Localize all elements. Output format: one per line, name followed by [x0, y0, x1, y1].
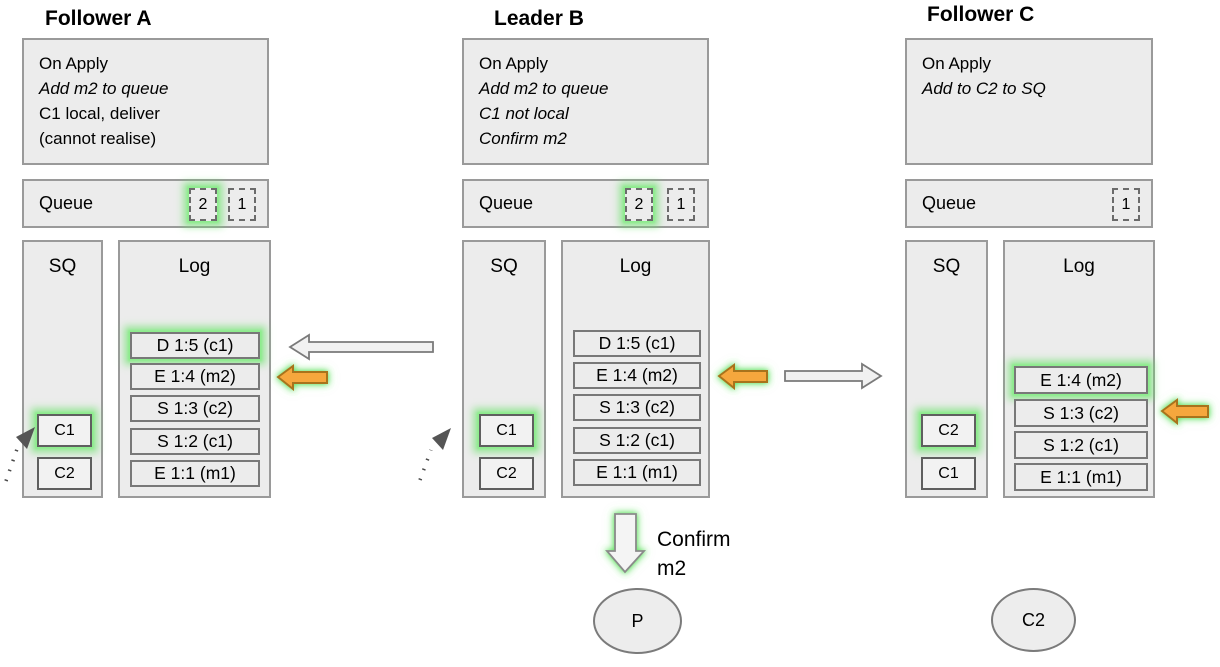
on-apply-line: Confirm m2 [479, 129, 567, 148]
log-entry: E 1:4 (m2) [130, 363, 260, 390]
on-apply-line: Add to C2 to SQ [922, 79, 1046, 98]
log-box: Log D 1:5 (c1) E 1:4 (m2) S 1:3 (c2) S 1… [561, 240, 710, 498]
queue-item: 1 [1112, 188, 1140, 221]
process-node-label: C2 [1021, 609, 1045, 630]
queue-box: Queue 2 1 [462, 179, 709, 228]
log-label: Log [619, 256, 652, 277]
log-entry: S 1:3 (c2) [573, 394, 701, 421]
log-entry: D 1:5 (c1) [130, 332, 260, 359]
sq-item: C1 [479, 414, 534, 447]
sq-box: SQ C1 C2 [22, 240, 103, 498]
log-entry: S 1:3 (c2) [130, 395, 260, 422]
apply-pointer-follower-a-icon [276, 364, 328, 392]
sq-pointer-follower-a-icon [4, 448, 19, 482]
node-title: Follower A [45, 7, 152, 30]
log-label: Log [178, 256, 211, 277]
log-entry: S 1:2 (c1) [573, 427, 701, 454]
log-entry: E 1:1 (m1) [573, 459, 701, 486]
log-entry: E 1:4 (m2) [573, 362, 701, 389]
log-entry: S 1:2 (c1) [1014, 431, 1148, 459]
node-follower-a: Follower A On Apply Add m2 to queue C1 l… [22, 0, 272, 520]
sq-label: SQ [490, 256, 518, 277]
queue-box: Queue 2 1 [22, 179, 269, 228]
sq-item: C2 [479, 457, 534, 490]
log-entry: E 1:1 (m1) [1014, 463, 1148, 491]
node-title: Follower C [927, 3, 1035, 26]
confirm-m2-line: m2 [657, 557, 687, 580]
sq-item: C2 [921, 414, 976, 447]
sq-label: SQ [48, 256, 77, 277]
confirm-m2-label: Confirm m2 [657, 525, 731, 583]
confirm-m2-line: Confirm [657, 528, 731, 551]
on-apply-box: On Apply Add to C2 to SQ [905, 38, 1153, 165]
replicate-arrow-b-to-c-icon [784, 362, 883, 390]
node-follower-c: Follower C On Apply Add to C2 to SQ Queu… [905, 0, 1155, 520]
queue-item: 1 [667, 188, 695, 221]
sq-pointer-leader-b-head-icon [432, 428, 451, 450]
on-apply-line: C1 local, deliver [39, 104, 160, 123]
on-apply-line: On Apply [479, 54, 548, 73]
on-apply-line: C1 not local [479, 104, 569, 123]
log-box: Log D 1:5 (c1) E 1:4 (m2) S 1:3 (c2) S 1… [118, 240, 271, 498]
log-entry: S 1:3 (c2) [1014, 399, 1148, 427]
queue-item: 1 [228, 188, 256, 221]
node-title: Leader B [494, 7, 584, 30]
queue-label: Queue [922, 193, 977, 213]
sq-pointer-leader-b-icon [418, 449, 433, 481]
replicate-arrow-b-to-a-icon [288, 333, 434, 361]
apply-pointer-leader-b-icon [717, 363, 768, 391]
log-label: Log [1063, 256, 1095, 277]
sq-item: C1 [37, 414, 92, 447]
log-entry: D 1:5 (c1) [573, 330, 701, 357]
log-entry: S 1:2 (c1) [130, 428, 260, 455]
sq-item: C2 [37, 457, 92, 490]
on-apply-line: On Apply [39, 54, 108, 73]
queue-label: Queue [479, 193, 534, 213]
on-apply-line: Add m2 to queue [39, 79, 169, 98]
queue-item: 2 [625, 188, 653, 221]
queue-item: 2 [189, 188, 217, 221]
confirm-m2-arrow-icon [605, 513, 647, 574]
log-entry: E 1:1 (m1) [130, 460, 260, 487]
on-apply-line: On Apply [922, 54, 991, 73]
process-node-c2: C2 [991, 588, 1076, 652]
log-box: Log E 1:4 (m2) S 1:3 (c2) S 1:2 (c1) E 1… [1003, 240, 1155, 498]
on-apply-line: (cannot realise) [39, 129, 157, 148]
node-leader-b: Leader B On Apply Add m2 to queue C1 not… [462, 0, 712, 520]
queue-box: Queue 1 [905, 179, 1153, 228]
sq-box: SQ C1 C2 [462, 240, 546, 498]
process-node-label: P [631, 610, 644, 631]
apply-pointer-follower-c-icon [1160, 398, 1209, 426]
sq-box: SQ C2 C1 [905, 240, 988, 498]
log-entry: E 1:4 (m2) [1014, 366, 1148, 394]
sq-item: C1 [921, 457, 976, 490]
queue-label: Queue [39, 193, 94, 213]
sq-label: SQ [932, 256, 961, 277]
on-apply-box: On Apply Add m2 to queue C1 not local Co… [462, 38, 709, 165]
on-apply-box: On Apply Add m2 to queue C1 local, deliv… [22, 38, 269, 165]
process-node-p: P [593, 588, 682, 654]
on-apply-line: Add m2 to queue [479, 79, 609, 98]
